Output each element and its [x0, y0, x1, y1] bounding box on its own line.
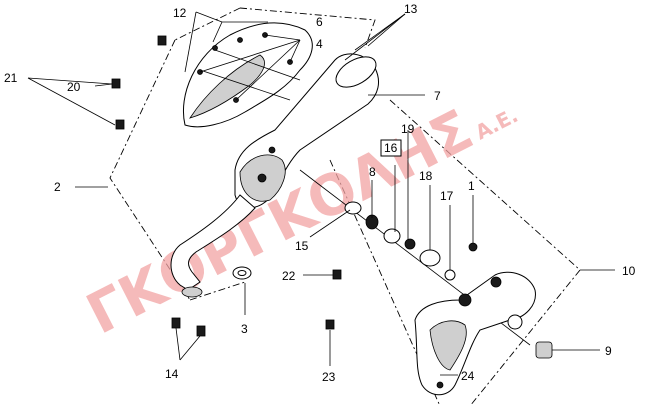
callout-16: 16	[384, 141, 398, 155]
callout-19: 19	[401, 122, 415, 136]
callout-6: 6	[316, 15, 323, 29]
callout-24: 24	[461, 369, 475, 383]
callout-9: 9	[605, 344, 612, 358]
callout-21: 21	[4, 71, 18, 85]
callout-22: 22	[282, 269, 296, 283]
callout-2: 2	[54, 180, 61, 194]
leader-lines	[27, 11, 615, 376]
watermark-suffix: Α.Ε.	[471, 103, 521, 145]
callout-10: 10	[622, 264, 636, 278]
bushing	[535, 341, 553, 359]
callout-4: 4	[316, 37, 323, 51]
callout-23: 23	[322, 370, 336, 384]
callout-18: 18	[419, 169, 433, 183]
callout-3: 3	[241, 322, 248, 336]
muffler	[234, 53, 379, 209]
callout-15: 15	[295, 239, 309, 253]
bolts	[111, 35, 342, 330]
callout-7: 7	[434, 89, 441, 103]
callout-14: 14	[165, 367, 179, 381]
callout-12: 12	[173, 6, 187, 20]
callout-20: 20	[67, 80, 81, 94]
callout-labels: 1 2 3 4 6 7 8 9 10 12 13 14 15 16 17 18 …	[4, 2, 636, 384]
callout-1: 1	[468, 179, 475, 193]
callout-8: 8	[369, 165, 376, 179]
mounting-bracket	[414, 271, 536, 396]
callout-13: 13	[404, 2, 418, 16]
assembly-outlines	[109, 7, 581, 406]
callout-16-box	[380, 139, 402, 157]
heat-shield	[183, 22, 313, 128]
callout-17: 17	[440, 189, 454, 203]
exhaust-pipe	[170, 194, 256, 337]
exhaust-gasket	[232, 266, 252, 280]
